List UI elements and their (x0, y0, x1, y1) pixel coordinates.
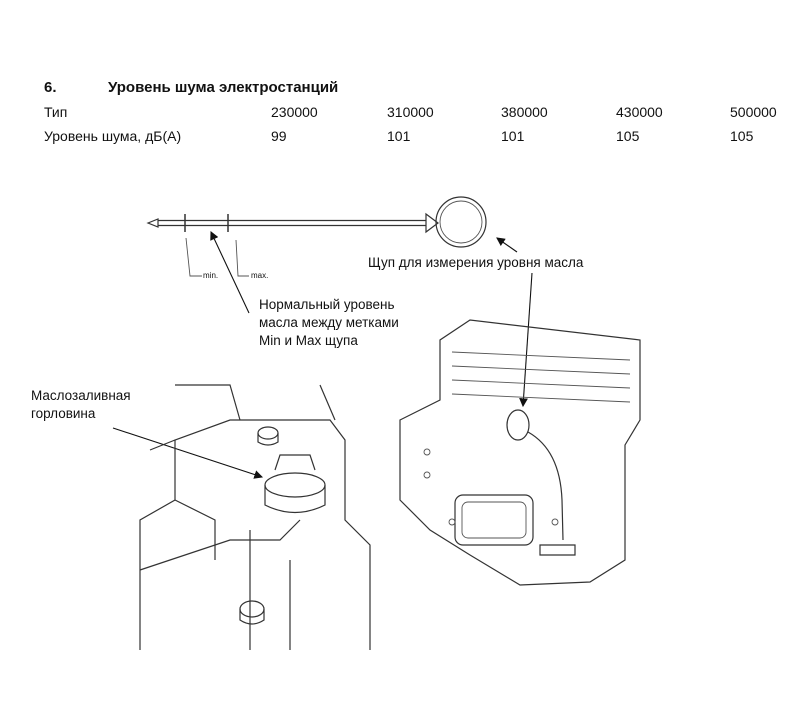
section-title: Уровень шума электростанций (108, 79, 339, 96)
table-cell-level: 101 (387, 128, 411, 144)
table-cell-type: 310000 (387, 104, 434, 120)
table-cell-type: 500000 (730, 104, 777, 120)
table-row-label: Уровень шума, дБ(А) (44, 128, 182, 144)
table-cell-type: 380000 (501, 104, 548, 120)
table-cell-level: 99 (271, 128, 287, 144)
max-mark-label: max. (251, 271, 269, 280)
table-cell-level: 105 (616, 128, 640, 144)
table-cell-type: 430000 (616, 104, 663, 120)
filler-neck-line: Маслозаливная (31, 388, 131, 403)
table-cell-type: 230000 (271, 104, 318, 120)
filler-neck-engine-drawing (139, 384, 371, 650)
normal-level-line: Min и Max щупа (259, 333, 358, 348)
dipstick-engine-drawing (399, 319, 641, 586)
dipstick-label: Щуп для измерения уровня масла (368, 255, 584, 270)
normal-level-line: Нормальный уровень (259, 297, 395, 312)
min-mark-label: min. (203, 271, 219, 280)
table-cell-level: 105 (730, 128, 754, 144)
dipstick-drawing (146, 196, 487, 277)
normal-level-line: масла между метками (259, 315, 399, 330)
section-number: 6. (44, 79, 57, 96)
filler-neck-line: горловина (31, 406, 96, 421)
table-header-label: Тип (44, 104, 68, 120)
table-cell-level: 101 (501, 128, 525, 144)
